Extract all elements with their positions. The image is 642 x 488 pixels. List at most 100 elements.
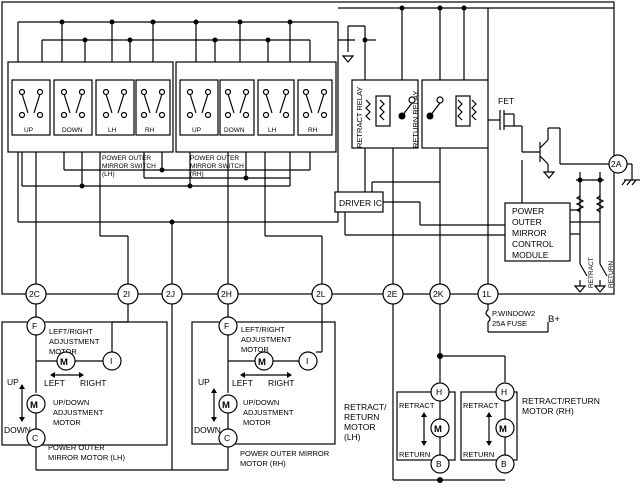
motor-lh-left: LEFT [44, 378, 65, 388]
motor-lh-lr-symbol: M [60, 357, 68, 368]
fet-label: FET [498, 96, 514, 106]
connector-2i: 2I [117, 283, 139, 305]
retract-rh-caption-2: MOTOR (RH) [522, 406, 574, 416]
motor-rh-lr-label-1: LEFT/RIGHT [241, 325, 285, 334]
junction-dots [59, 5, 603, 225]
retract-lh-symbol: M [434, 424, 442, 435]
motor-rh-caption-2: MOTOR (RH) [240, 459, 286, 468]
motor-rh-lr-label-3: MOTOR [241, 345, 269, 354]
connector-2i-label: 2I [123, 289, 130, 299]
motor-rh-lr-symbol: M [258, 357, 266, 368]
motor-lh-caption-1: POWER OUTER [48, 443, 105, 452]
motor-rh-lr-label-2: ADJUSTMENT [241, 335, 292, 344]
retract-lh-pin-h: H [436, 387, 442, 397]
control-module-line-1: POWER [512, 206, 544, 216]
switch-rh-label-down: DOWN [224, 127, 245, 134]
retract-relay: RETRACT RELAY [351, 79, 419, 149]
connector-2k-label: 2K [433, 289, 444, 299]
connector-2h-label: 2H [221, 289, 232, 299]
switch-rh-label-lh: LH [268, 127, 277, 134]
retract-rh-return: RETURN [463, 450, 494, 459]
retract-lh-caption-1: RETRACT/ [344, 402, 387, 412]
motor-lh-lr-label-1: LEFT/RIGHT [49, 327, 93, 336]
connector-2c-label: 2C [29, 289, 40, 299]
mirror-motor-lh: F LEFT/RIGHT ADJUSTMENT MOTOR M I LEFT R… [1, 304, 228, 471]
return-relay-label: RETURN RELAY [411, 91, 420, 148]
motor-lh-lr-label-2: ADJUSTMENT [49, 337, 100, 346]
fuse-label-1: P.WINDOW2 [492, 309, 535, 318]
motor-rh-left: LEFT [232, 378, 253, 388]
control-module-line-5: MODULE [512, 250, 549, 260]
connector-1l: 1L [477, 283, 499, 305]
connector-2c: 2C [25, 283, 47, 305]
motor-lh-caption-2: MIRROR MOTOR (LH) [48, 453, 125, 462]
driver-ic-label: DRIVER IC [339, 198, 382, 208]
connector-2j: 2J [161, 283, 183, 305]
motor-rh-caption-1: POWER OUTER MIRROR [240, 449, 330, 458]
battery-label: B+ [548, 314, 560, 325]
connector-2a-label: 2A [611, 159, 622, 169]
driver-ic: DRIVER IC [334, 148, 505, 236]
retract-rh-caption-1: RETRACT/RETURN [522, 396, 600, 406]
retract-rh-symbol: M [499, 424, 507, 435]
retract-motor-lh: H RETRACT M RETURN B RETRACT/ RETURN MOT… [344, 382, 456, 474]
fet-transistor: FET [488, 96, 620, 206]
motor-lh-ud-symbol: M [30, 400, 38, 411]
switch-rh-caption-2: MIRROR SWITCH [190, 163, 244, 170]
motor-rh-ud-label-1: UP/DOWN [243, 398, 279, 407]
fuse: P.WINDOW2 25A FUSE B+ [485, 304, 560, 333]
motor-lh-pin-c: C [32, 433, 38, 443]
motor-lh-ud-label-2: ADJUSTMENT [53, 408, 104, 417]
control-module-line-3: MIRROR [512, 228, 546, 238]
control-module: POWER OUTER MIRROR CONTROL MODULE RETRAC… [504, 172, 615, 293]
switch-lh-caption-1: POWER OUTER [102, 155, 151, 162]
motor-lh-lr-label-3: MOTOR [49, 347, 77, 356]
switch-rh-caption-3: (RH) [190, 171, 204, 178]
switch-lh: UP DOWN LH RH POWER OUTER MIRROR SWITCH … [7, 61, 174, 178]
retract-relay-body [351, 79, 419, 149]
connector-2k: 2K [429, 283, 451, 305]
retract-switch-label: RETRACT [588, 257, 595, 288]
switch-rh-label-rh: RH [308, 127, 318, 134]
motor-rh-pin-i: I [306, 356, 308, 366]
retract-lh-retract: RETRACT [399, 401, 435, 410]
retract-motor-rh: H RETRACT M RETURN B RETRACT/RETURN MOTO… [460, 382, 600, 474]
connector-2a: 2A [608, 154, 640, 186]
retract-motor-wiring [392, 304, 506, 483]
motor-lh-pin-f: F [32, 321, 37, 331]
switch-rh-caption-1: POWER OUTER [190, 155, 239, 162]
switch-rh-label-up: UP [192, 127, 201, 134]
switch-output-wires [21, 152, 323, 285]
switch-rh-body [175, 61, 337, 153]
switch-lh-label-lh: LH [108, 127, 117, 134]
switch-lh-caption-3: (LH) [102, 171, 115, 178]
motor-rh-ud-label-2: ADJUSTMENT [243, 408, 294, 417]
motor-rh-ud-label-3: MOTOR [243, 418, 271, 427]
retract-lh-caption-4: (LH) [344, 432, 361, 442]
connector-2l: 2L [311, 283, 333, 305]
motor-lh-ud-label-3: MOTOR [53, 418, 81, 427]
connector-2e: 2E [382, 283, 404, 305]
control-boundary [1, 1, 615, 295]
connector-2h: 2H [217, 283, 239, 305]
retract-lh-return: RETURN [399, 450, 430, 459]
connector-2e-label: 2E [387, 289, 398, 299]
retract-lh-caption-3: MOTOR [344, 422, 375, 432]
return-relay-body [421, 79, 489, 149]
retract-relay-label: RETRACT RELAY [355, 87, 364, 148]
retract-rh-pin-b: B [501, 459, 507, 469]
retract-rh-pin-h: H [501, 387, 507, 397]
right-connector-wires [392, 148, 489, 285]
motor-rh-pin-c: C [224, 433, 230, 443]
mirror-motor-rh: F LEFT/RIGHT ADJUSTMENT MOTOR M I LEFT R… [191, 304, 336, 470]
control-module-body [504, 202, 571, 262]
retract-lh-caption-2: RETURN [344, 412, 379, 422]
motor-rh-pin-f: F [224, 321, 229, 331]
motor-rh-up: UP [198, 377, 210, 387]
control-module-line-4: CONTROL [512, 239, 554, 249]
return-switch-label: RETURN [608, 261, 615, 288]
motor-rh-down: DOWN [194, 425, 221, 435]
retract-lh-pin-b: B [436, 459, 442, 469]
